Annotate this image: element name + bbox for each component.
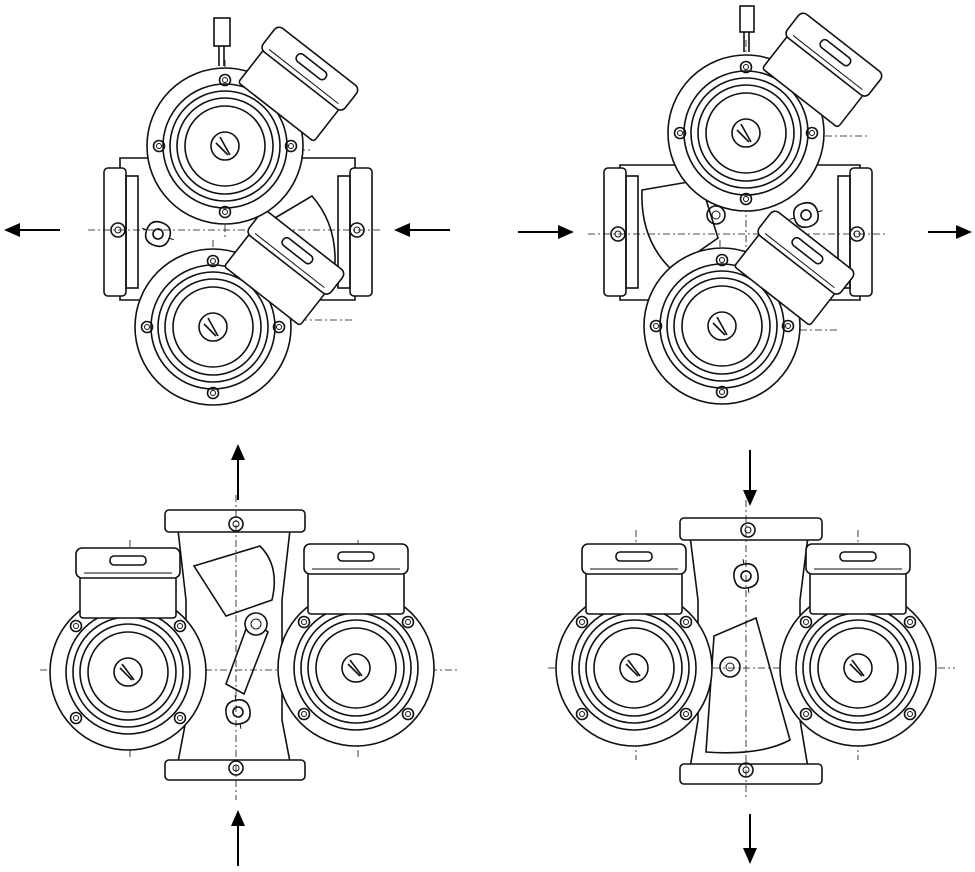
panel-top-right bbox=[518, 5, 972, 405]
panel-bottom-right bbox=[548, 450, 955, 864]
panel-top-left bbox=[4, 17, 450, 406]
panel-bottom-left bbox=[40, 444, 460, 866]
